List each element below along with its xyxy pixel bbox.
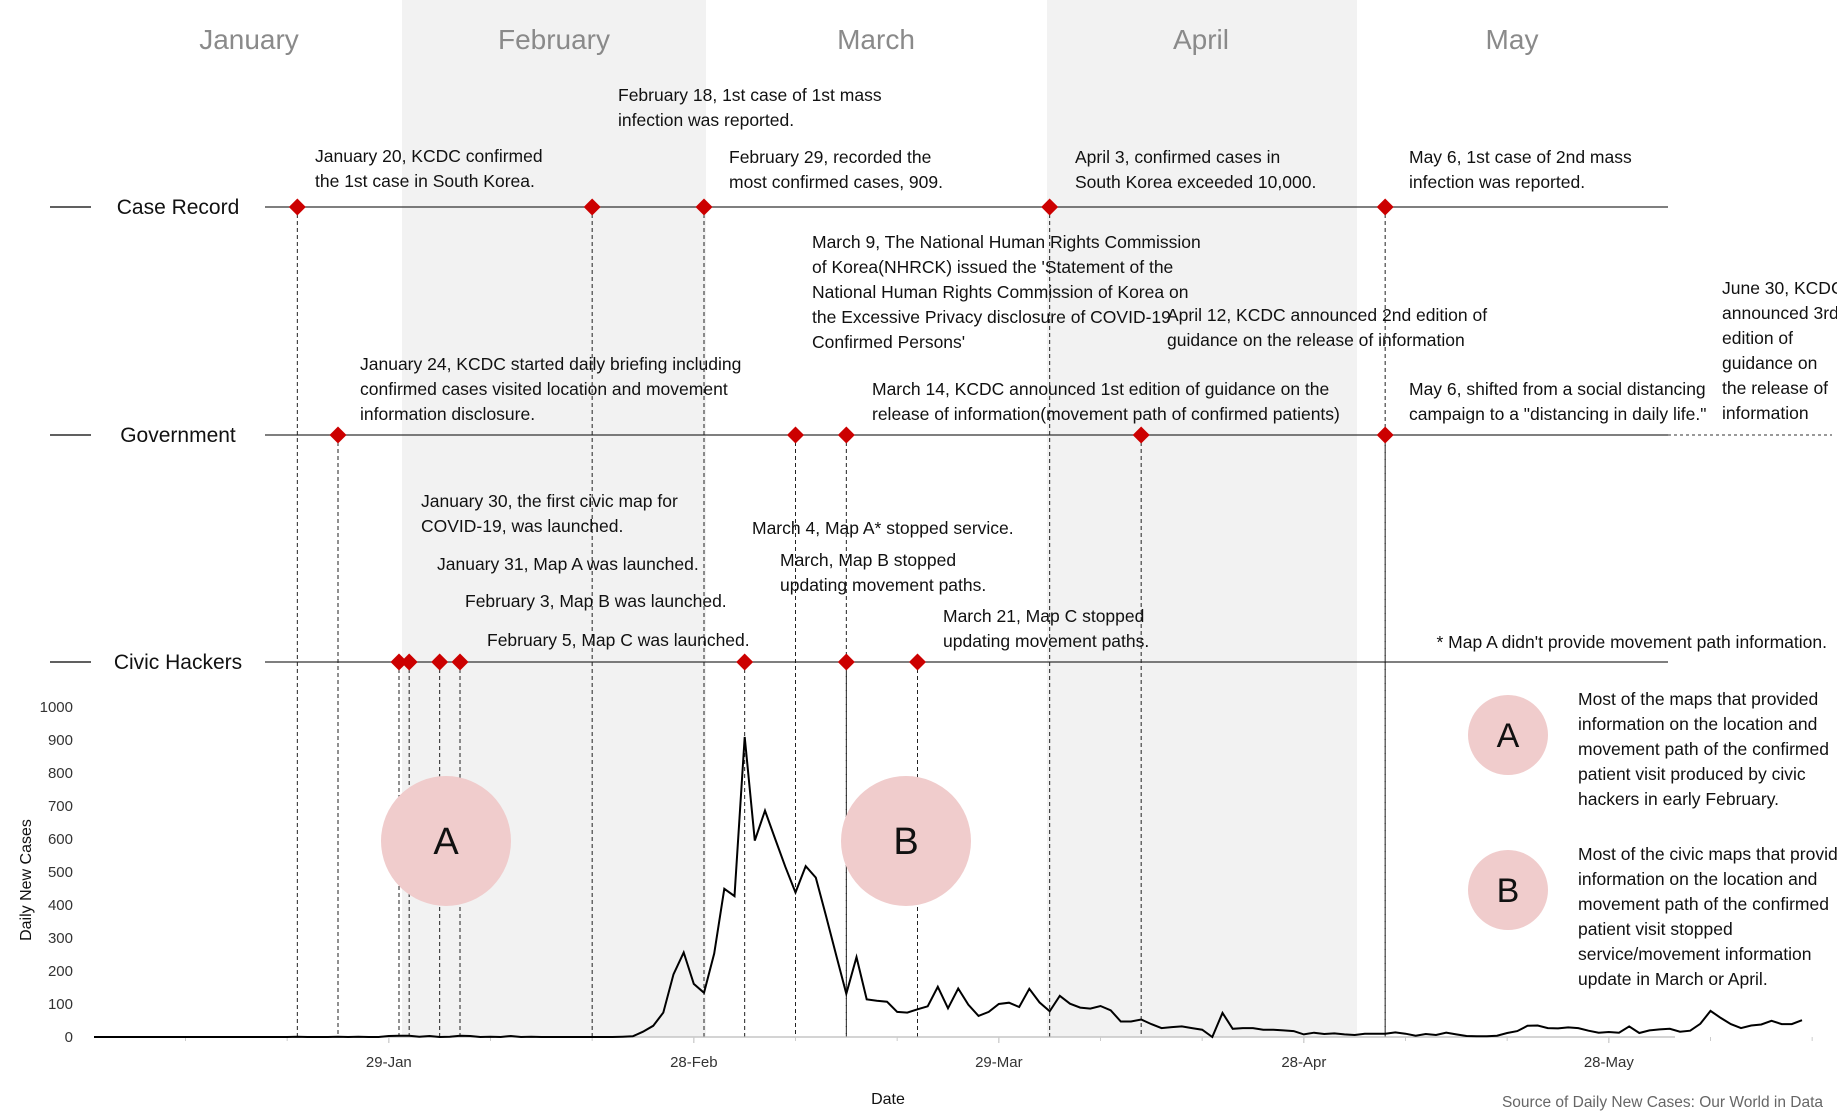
y-tick-label: 700 bbox=[48, 798, 73, 815]
x-tick-label: 28-May bbox=[1584, 1054, 1635, 1071]
chart-axes: 0 100 200 300 400 500 600 700 800 900 1000 29-Jan 28… bbox=[40, 699, 1813, 1071]
event-marker bbox=[695, 198, 713, 216]
event-annotation: March 14, KCDC announced 1st edition of … bbox=[872, 379, 1340, 424]
y-axis-title: Daily New Cases bbox=[18, 819, 35, 941]
event-marker bbox=[390, 653, 408, 671]
event-guides bbox=[296, 207, 1386, 1037]
event-annotation: January 31, Map A was launched. bbox=[437, 554, 699, 574]
event-marker bbox=[787, 426, 804, 444]
event-marker bbox=[909, 653, 926, 671]
legend-circle bbox=[1468, 695, 1548, 775]
y-tick-label: 200 bbox=[48, 963, 73, 980]
event-marker bbox=[1376, 198, 1394, 216]
track-lines bbox=[50, 206, 1832, 663]
x-tick-label: 29-Mar bbox=[975, 1054, 1023, 1071]
legend-circle bbox=[1468, 850, 1548, 930]
daily-cases-line bbox=[94, 736, 1803, 1039]
month-label: May bbox=[1486, 24, 1539, 55]
x-tick-label: 28-Feb bbox=[670, 1054, 718, 1071]
event-annotation: February 5, Map C was launched. bbox=[487, 630, 750, 650]
month-labels: January February March April May bbox=[199, 24, 1538, 55]
event-marker bbox=[329, 426, 347, 444]
highlight-circle bbox=[841, 776, 971, 906]
track-label: Case Record bbox=[117, 196, 240, 219]
track-label: Civic Hackers bbox=[114, 651, 242, 674]
event-annotation: January 24, KCDC started daily briefing … bbox=[360, 354, 741, 424]
x-tick-label: 28-Apr bbox=[1281, 1054, 1326, 1071]
event-marker bbox=[1376, 426, 1394, 444]
event-marker bbox=[837, 426, 855, 444]
highlight-letter: A bbox=[433, 821, 459, 863]
event-marker bbox=[431, 653, 449, 671]
event-marker bbox=[583, 198, 601, 216]
footnote: * Map A didn't provide movement path inf… bbox=[1436, 632, 1827, 652]
y-tick-label: 0 bbox=[65, 1029, 73, 1046]
x-axis-title: Date bbox=[871, 1091, 905, 1108]
y-tick-label: 500 bbox=[48, 864, 73, 881]
event-marker bbox=[736, 653, 754, 671]
y-tick-label: 100 bbox=[48, 996, 73, 1013]
event-annotation: March 4, Map A* stopped service. bbox=[752, 518, 1014, 538]
event-annotation: February 3, Map B was launched. bbox=[465, 591, 727, 611]
x-tick-label: 29-Jan bbox=[366, 1054, 412, 1071]
y-tick-label: 600 bbox=[48, 831, 73, 848]
legend-letter: B bbox=[1497, 872, 1520, 910]
source-note: Source of Daily New Cases: Our World in … bbox=[1502, 1094, 1823, 1111]
track-label: Government bbox=[120, 424, 236, 447]
y-tick-label: 400 bbox=[48, 897, 73, 914]
event-marker bbox=[837, 653, 855, 671]
y-tick-label: 300 bbox=[48, 930, 73, 947]
month-label: January bbox=[199, 24, 299, 55]
month-label: February bbox=[498, 24, 610, 55]
legend-letter: A bbox=[1497, 717, 1520, 755]
highlight-circle bbox=[381, 776, 511, 906]
highlight-letter: B bbox=[893, 821, 918, 863]
event-marker bbox=[451, 653, 469, 671]
month-label: March bbox=[837, 24, 915, 55]
y-tick-label: 1000 bbox=[40, 699, 73, 716]
y-tick-label: 900 bbox=[48, 732, 73, 749]
y-tick-label: 800 bbox=[48, 765, 73, 782]
month-band bbox=[1047, 0, 1357, 1037]
event-marker bbox=[288, 198, 306, 216]
event-marker bbox=[400, 653, 418, 671]
event-annotation: March 9, The National Human Rights Commi… bbox=[812, 232, 1201, 352]
month-label: April bbox=[1173, 24, 1229, 55]
